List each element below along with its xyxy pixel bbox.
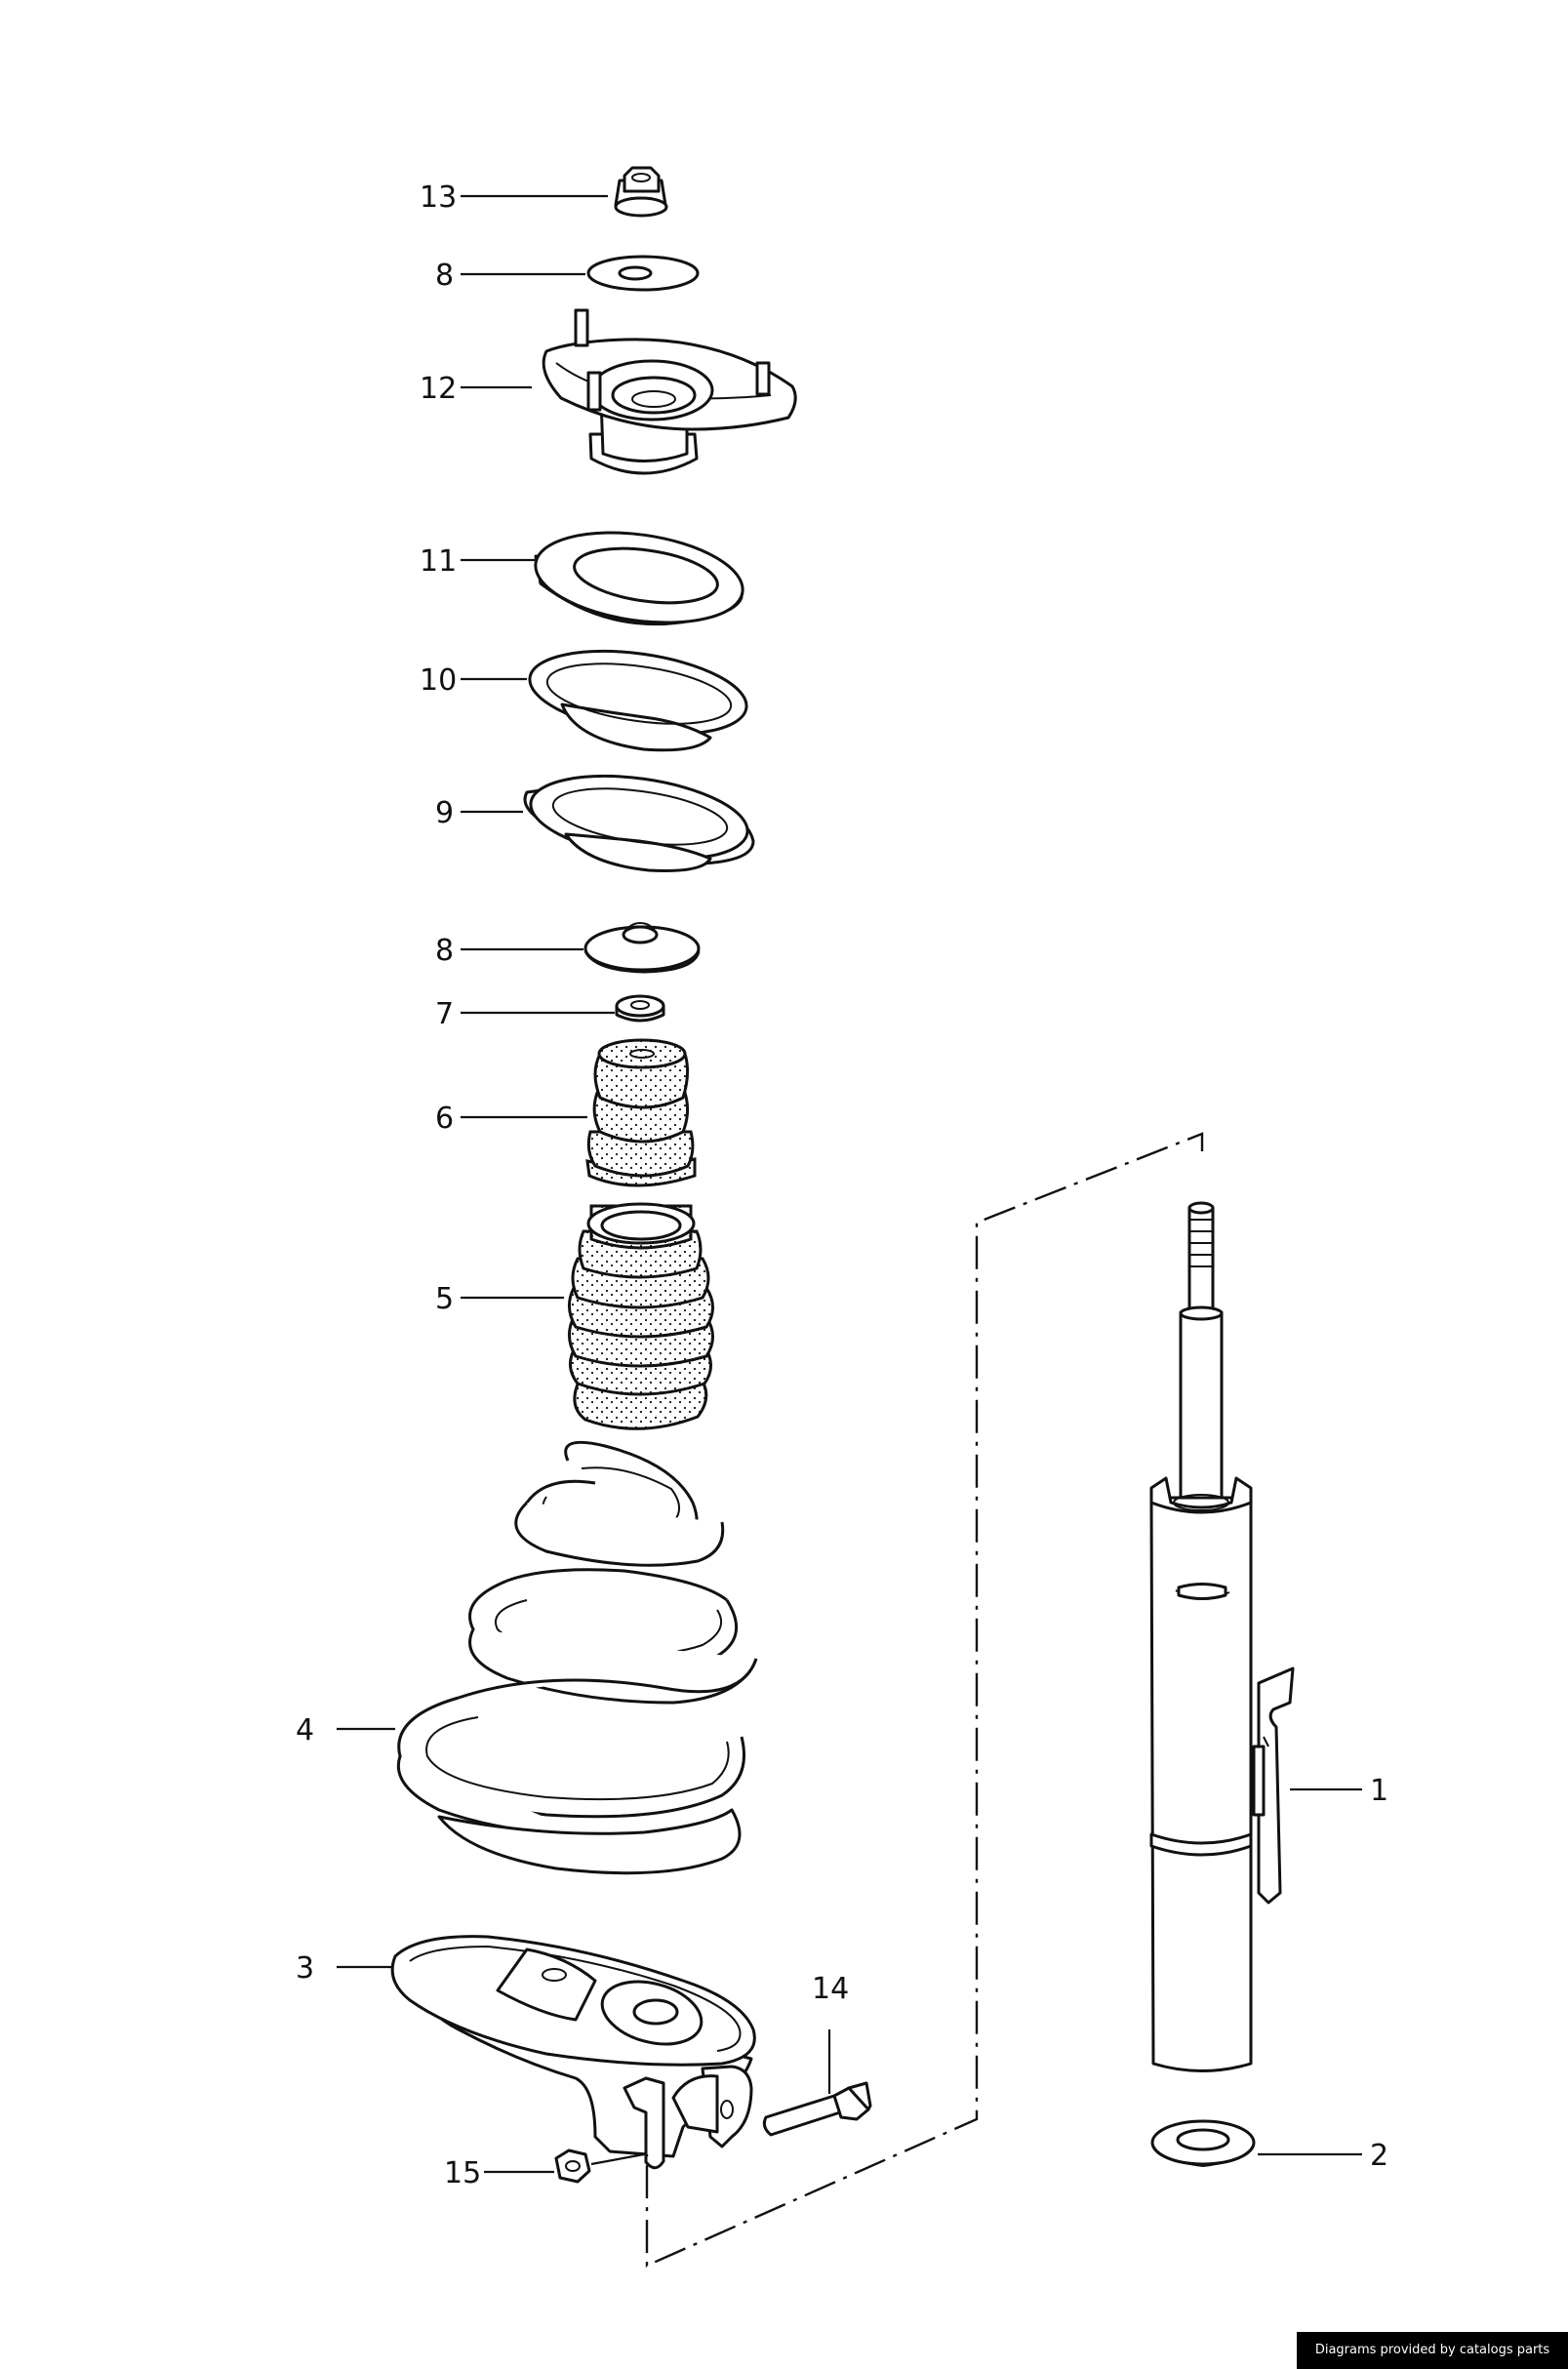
- part-15-nut: [554, 2148, 591, 2184]
- part-13-nut: [614, 166, 668, 218]
- callout-8-lower: 8: [435, 934, 454, 968]
- part-5-dust-boot: [568, 1202, 714, 1430]
- assembly-dash-line: [645, 1132, 1204, 2268]
- callout-8-top: 8: [435, 259, 454, 293]
- callout-7: 7: [435, 997, 454, 1031]
- callout-13: 13: [420, 181, 457, 215]
- diagram-credit-badge: Diagrams provided by catalogs parts: [1297, 2332, 1568, 2369]
- callout-6: 6: [435, 1102, 454, 1136]
- callout-9: 9: [435, 796, 454, 830]
- part-12-strut-mount: [542, 308, 797, 475]
- part-4-coil-spring: [396, 1440, 758, 1875]
- part-1-shock-absorber: [1149, 1201, 1295, 2072]
- callout-2: 2: [1370, 2139, 1388, 2173]
- callout-4: 4: [296, 1713, 314, 1747]
- callout-10: 10: [420, 663, 457, 698]
- callout-1: 1: [1370, 1774, 1388, 1808]
- callout-15: 15: [444, 2156, 481, 2190]
- part-6-bump-stop: [585, 1038, 697, 1187]
- callout-3: 3: [296, 1951, 314, 1986]
- part-11-bearing: [534, 531, 744, 626]
- part-3-spring-seat-bracket: [390, 1935, 756, 2170]
- part-10-spring-seat: [528, 649, 748, 752]
- part-7-bushing: [615, 994, 665, 1023]
- part-8-washer-lower: [583, 921, 701, 974]
- callout-labels: 13 8 12 11 10 9 8 7 6 5 4 3 15 14 1 2: [296, 181, 1388, 2190]
- part-8-washer-top: [586, 255, 700, 292]
- leader-lines: [337, 194, 1362, 2174]
- part-14-bolt: [762, 2081, 872, 2137]
- callout-12: 12: [420, 372, 457, 406]
- callout-14: 14: [812, 1972, 849, 2006]
- part-9-spring-pad: [523, 774, 755, 872]
- part-2-washer: [1150, 2119, 1256, 2168]
- callout-5: 5: [435, 1282, 454, 1316]
- callout-11: 11: [420, 544, 457, 579]
